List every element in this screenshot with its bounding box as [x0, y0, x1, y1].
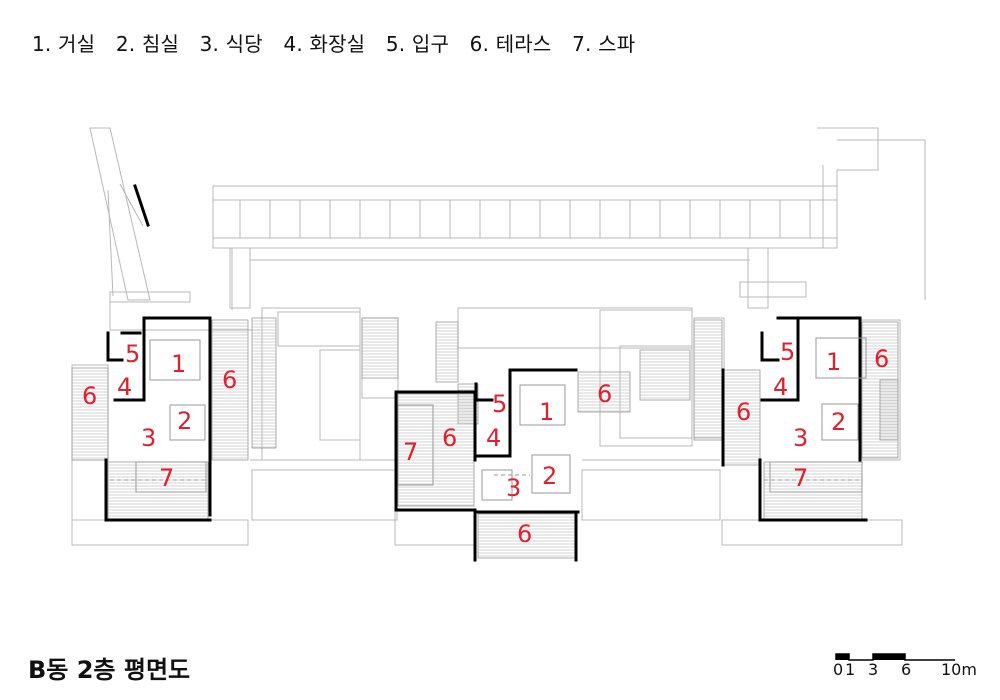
legend-item-spa: 7. 스파 — [572, 32, 636, 56]
room-label: 7 — [403, 438, 418, 466]
legend-item-living: 1. 거실 — [32, 32, 96, 56]
room-label: 1 — [539, 398, 554, 426]
legend-item-entrance: 5. 입구 — [385, 32, 450, 56]
room-label: 4 — [117, 373, 132, 401]
room-label: 4 — [773, 373, 788, 401]
room-label: 1 — [171, 350, 186, 378]
room-label: 3 — [141, 424, 156, 452]
room-label: 2 — [542, 462, 557, 490]
room-label: 7 — [793, 464, 808, 492]
room-label: 6 — [82, 382, 97, 410]
room-label: 2 — [177, 407, 192, 435]
room-label: 1 — [826, 348, 841, 376]
room-label: 6 — [597, 380, 612, 408]
room-label: 6 — [736, 398, 751, 426]
drawing-title: B동 2층 평면도 — [28, 656, 191, 684]
scale-label: 0 — [833, 660, 844, 679]
room-label: 5 — [492, 390, 507, 418]
scale-label: 1 — [845, 660, 856, 679]
legend-item-bedroom: 2. 침실 — [115, 32, 180, 56]
room-label: 4 — [486, 424, 501, 452]
room-label: 3 — [506, 474, 521, 502]
scale-label: 10m — [941, 660, 977, 679]
room-label: 6 — [442, 424, 457, 452]
scale-label: 3 — [868, 660, 879, 679]
room-label: 5 — [125, 340, 140, 368]
room-label: 6 — [517, 520, 532, 548]
legend-item-bathroom: 4. 화장실 — [283, 32, 366, 56]
legend-item-terrace: 6. 테라스 — [469, 32, 552, 56]
room-label: 6 — [222, 366, 237, 394]
room-legend: 1. 거실 2. 침실 3. 식당 4. 화장실 5. 입구 6. 테라스 7.… — [32, 28, 649, 57]
room-label: 2 — [831, 408, 846, 436]
room-label: 3 — [793, 424, 808, 452]
room-label: 7 — [159, 464, 174, 492]
legend-item-dining: 3. 식당 — [199, 32, 263, 56]
scale-bar — [835, 653, 955, 661]
room-label: 5 — [780, 338, 795, 366]
scale-label: 6 — [901, 660, 912, 679]
room-label: 6 — [874, 345, 889, 373]
floor-plan-drawing: 5 1 6 4 6 2 3 7 5 1 6 7 6 4 2 3 6 5 1 6 … — [71, 127, 926, 562]
